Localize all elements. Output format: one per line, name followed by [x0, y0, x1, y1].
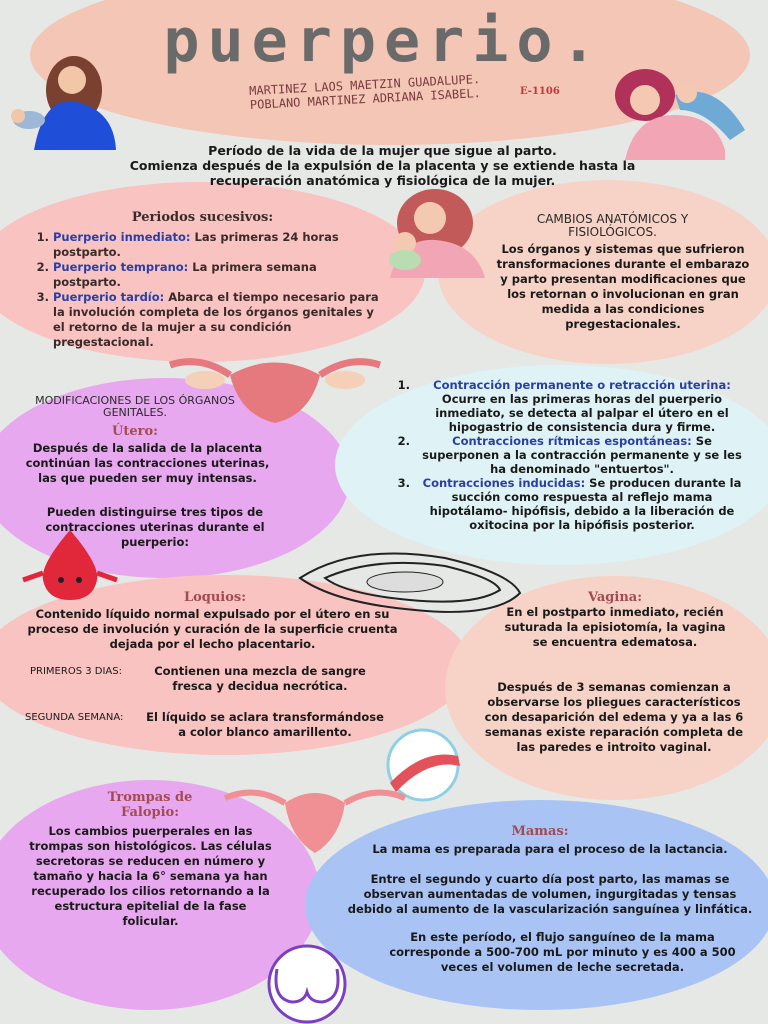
loquios-body: Contenido líquido normal expulsado por e… — [27, 607, 398, 651]
vagina-anatomy-drawing — [298, 552, 522, 613]
contracciones-blob — [335, 365, 768, 565]
periodos-blob — [0, 182, 425, 362]
mamas-text-2: Entre el segundo y cuarto día post parto… — [347, 872, 753, 916]
periodos-list: Puerperio inmediato: Las primeras 24 hor… — [35, 230, 385, 350]
utero-text-2: Pueden distinguirse tres tipos de contra… — [45, 505, 265, 549]
vagina-heading: Vagina: — [587, 590, 643, 605]
intro-line-3: recuperación anatómica y fisiológica de … — [209, 173, 556, 188]
utero-text-1: Después de la salida de la placenta cont… — [25, 441, 270, 485]
uterus-illustration — [168, 358, 382, 423]
trompas-blob — [0, 780, 320, 1010]
mamas-blob — [305, 800, 768, 1010]
mamas-text-3: En este período, el flujo sanguíneo de l… — [389, 930, 736, 974]
vagina-blob — [445, 576, 768, 800]
cambios-body: Los órganos y sistemas que sufrieron tra… — [496, 242, 750, 331]
contraccion-item: Contracción permanente o retracción uter… — [414, 378, 750, 434]
contraccion-item: Contracciones inducidas: Se producen dur… — [414, 476, 750, 532]
modificaciones-heading: MODIFICACIONES DE LOS ÓRGANOS GENITALES. — [35, 394, 235, 419]
intro-text: Período de la vida de la mujer que sigue… — [30, 143, 735, 188]
vessel-magnifier — [386, 728, 460, 802]
vagina-text-2: Después de 3 semanas comienzan a observa… — [484, 680, 744, 754]
contraccion-item: Contracciones rítmicas espontáneas: Se s… — [414, 434, 750, 476]
mamas-heading: Mamas: — [511, 824, 569, 839]
trompas-body: Los cambios puerperales en las trompas s… — [29, 824, 272, 928]
periodo-item: Puerperio temprano: La primera semana po… — [53, 260, 385, 290]
title-blob — [30, 0, 750, 145]
vagina-text-1: En el postparto inmediato, recién sutura… — [504, 605, 726, 649]
cambios-heading: CAMBIOS ANATÓMICOS Y FISIOLÓGICOS. — [536, 212, 689, 239]
modificaciones-blob — [0, 378, 350, 578]
utero-heading: Útero: — [112, 424, 158, 439]
mamas-text-1: La mama es preparada para el proceso de … — [372, 842, 728, 856]
mother-illustration-left — [11, 56, 116, 150]
periodo-item: Puerperio tardío: Abarca el tiempo neces… — [53, 290, 385, 350]
cambios-blob — [438, 180, 768, 364]
blood-drop-icon — [22, 530, 118, 600]
group-code: E-1106 — [520, 86, 560, 97]
loquios-blob — [0, 575, 470, 755]
breast-icon — [267, 944, 347, 1024]
loquios-label-2: SEGUNDA SEMANA: — [25, 712, 124, 723]
intro-line-2: Comienza después de la expulsión de la p… — [129, 158, 636, 173]
loquios-heading: Loquios: — [183, 590, 247, 605]
mother-baby-illustration — [389, 189, 485, 278]
mother-illustration-right — [615, 69, 745, 160]
loquios-text-1: Contienen una mezcla de sangre fresca y … — [154, 664, 366, 693]
loquios-text-2: El líquido se aclara transformándose a c… — [146, 710, 384, 739]
contracciones-list: Contracción permanente o retracción uter… — [396, 378, 750, 532]
loquios-label-1: PRIMEROS 3 DIAS: — [30, 666, 122, 677]
periodo-item: Puerperio inmediato: Las primeras 24 hor… — [53, 230, 385, 260]
page-title: puerperio. — [163, 6, 605, 76]
uterus-illustration-small — [223, 789, 407, 853]
periodos-heading: Periodos sucesivos: — [131, 210, 274, 225]
trompas-heading: Trompas de Falopio: — [107, 790, 193, 820]
intro-line-1: Período de la vida de la mujer que sigue… — [208, 143, 557, 158]
